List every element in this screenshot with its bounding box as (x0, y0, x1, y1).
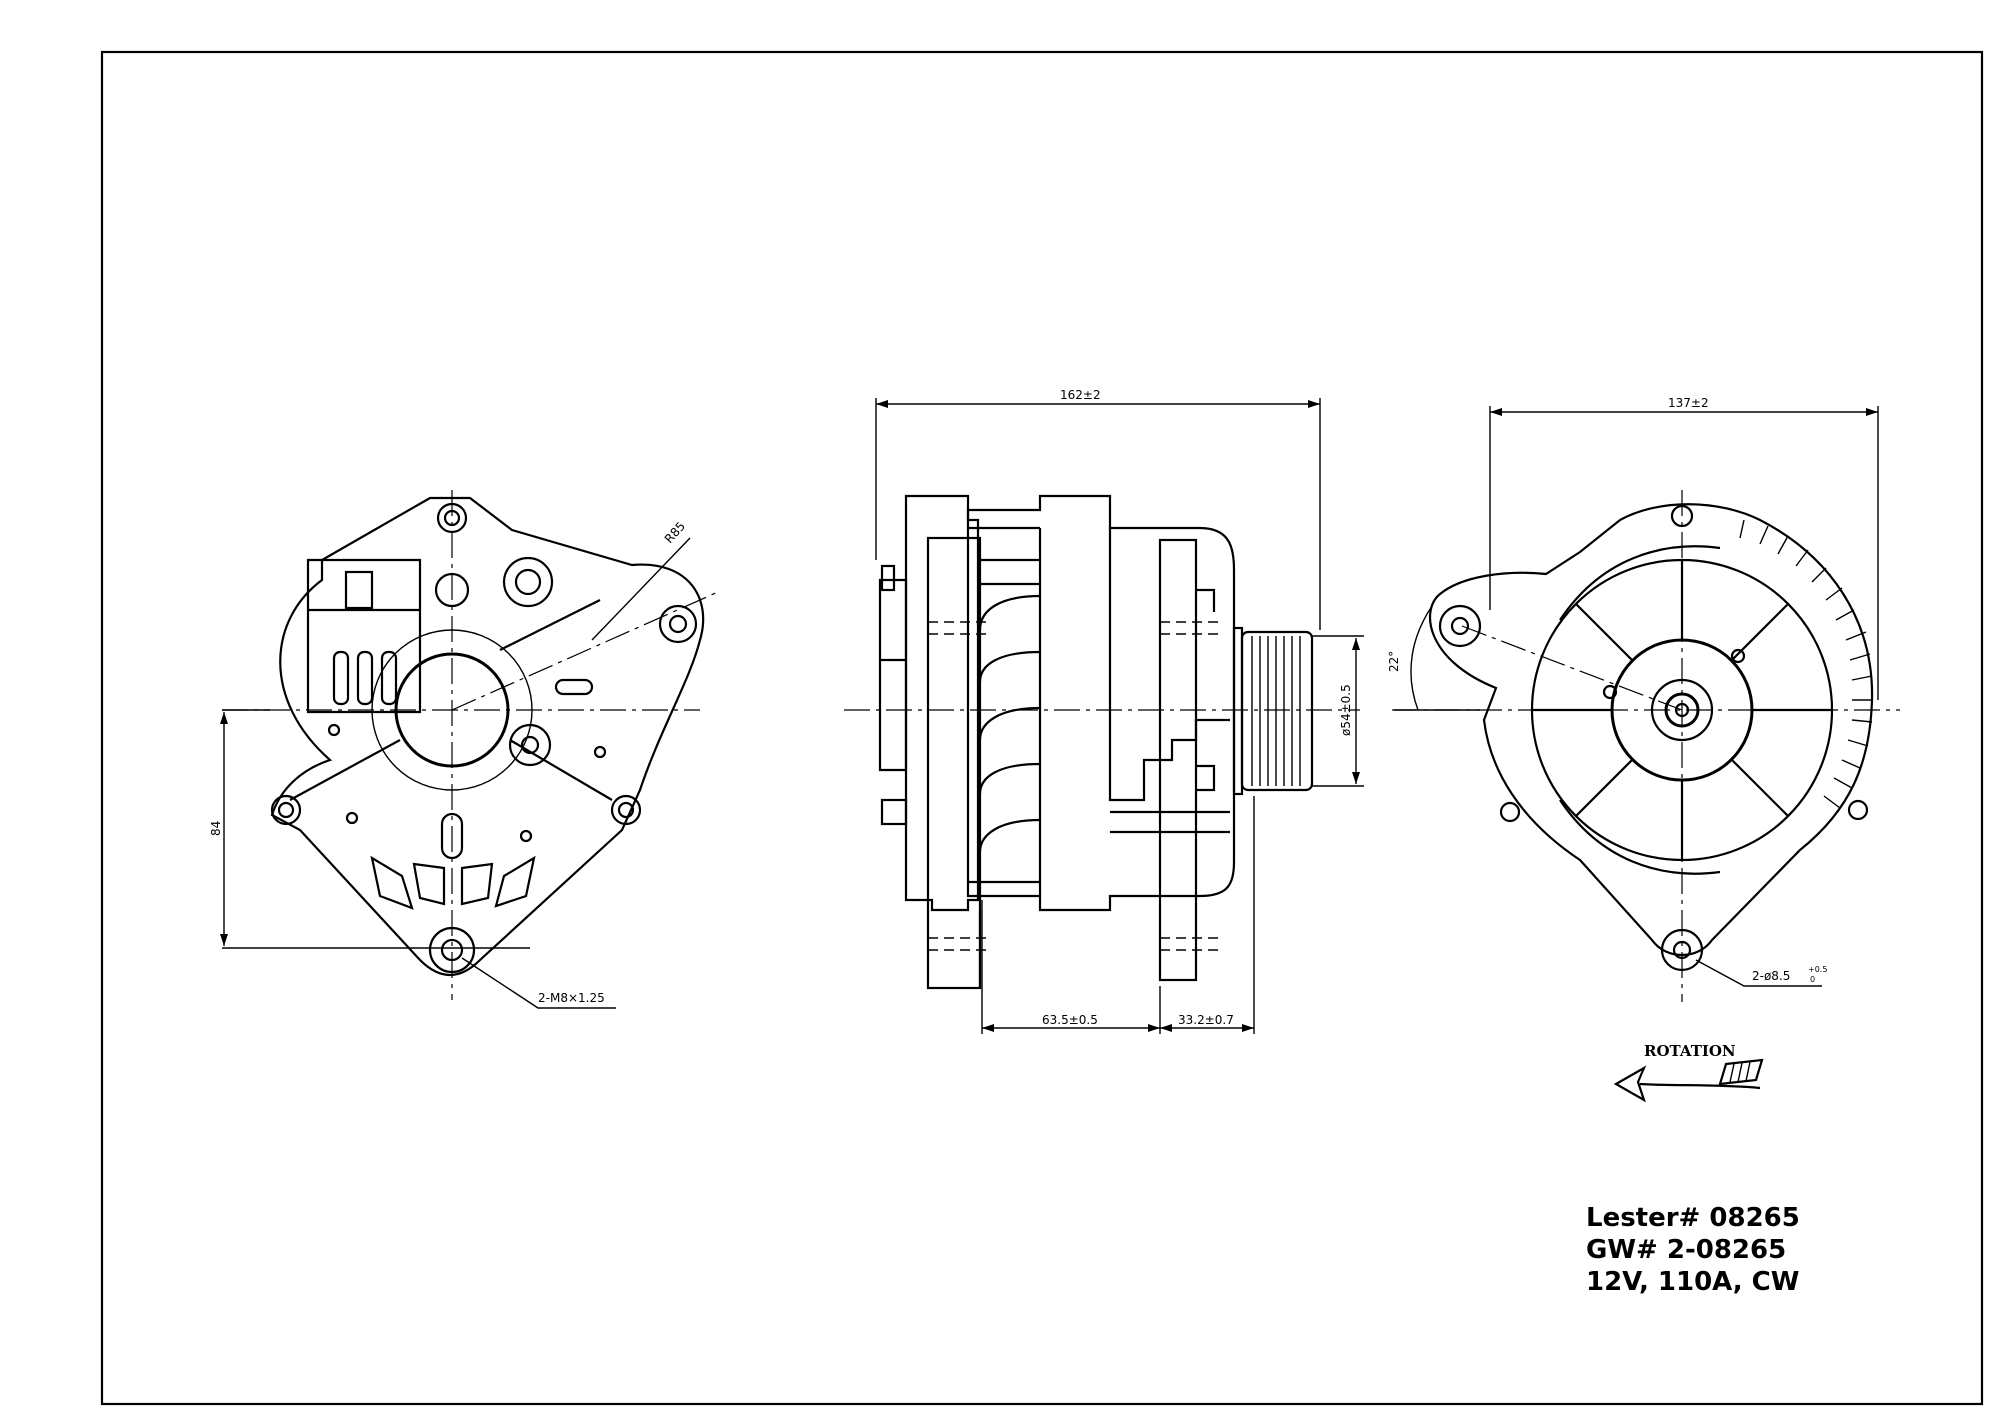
drive-housing (1428, 503, 1874, 956)
pulley-dia-label: ø54±0.5 (1339, 684, 1353, 736)
rotation-indicator: ROTATION (1613, 1042, 1764, 1103)
mount-ear-hole (658, 604, 698, 644)
radius-label: R85 (662, 519, 688, 546)
mount-foot-hole (428, 926, 476, 974)
central-boss (394, 652, 510, 768)
spec-block: Lester# 08265 GW# 2-08265 12V, 110A, CW (1586, 1203, 1800, 1297)
spec-line-3: 12V, 110A, CW (1586, 1267, 1799, 1297)
terminal-stud (502, 556, 554, 608)
rear-mount (926, 536, 982, 990)
regulator-block (306, 558, 422, 714)
shaft-nut (1664, 692, 1700, 728)
mount-lug-left (270, 794, 302, 826)
hole-dia-label: 2-ø8.5 (1752, 969, 1790, 983)
drive-end-view: 137±2 22° 2-ø8.5 +0.5 0 (1387, 396, 1900, 1002)
mount-lug-top (436, 502, 468, 534)
drive-top-hole (1670, 504, 1694, 528)
width-overall-label: 137±2 (1668, 396, 1709, 410)
stator-body (966, 494, 1236, 912)
rotation-label: ROTATION (1644, 1042, 1736, 1060)
length-front-label: 63.5±0.5 (1042, 1013, 1098, 1027)
rear-end-view: R85 84 2-M8×1.25 (209, 490, 719, 1009)
drive-foot-hole (1660, 928, 1704, 972)
hole-tol-upper: +0.5 (1808, 965, 1827, 974)
length-overall-label: 162±2 (1060, 388, 1101, 402)
angle-label: 22° (1387, 651, 1401, 672)
side-view: 162±2 63.5±0.5 33.2±0.7 ø54±0.5 (844, 388, 1364, 1034)
thread-label: 2-M8×1.25 (538, 991, 605, 1005)
hole-tol-lower: 0 (1810, 975, 1815, 984)
height-84-label: 84 (209, 821, 223, 836)
spec-line-2: GW# 2-08265 (1586, 1235, 1786, 1265)
housing-outline (270, 496, 705, 976)
rotation-arrow-icon (1613, 1065, 1647, 1103)
length-rear-label: 33.2±0.7 (1178, 1013, 1234, 1027)
centerline-diag (451, 591, 719, 711)
spec-line-1: Lester# 08265 (1586, 1203, 1800, 1233)
drawing-border (100, 50, 1984, 1406)
front-mount (1158, 538, 1198, 982)
drive-ear-hole (1438, 604, 1482, 648)
mount-lug-right (610, 794, 642, 826)
